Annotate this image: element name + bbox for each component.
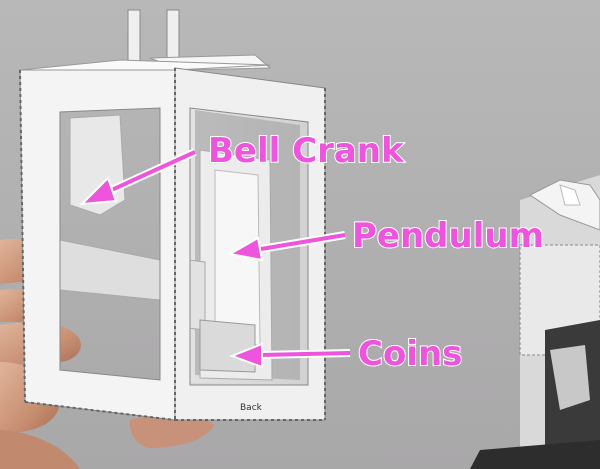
label-pendulum: Pendulum [352, 216, 544, 256]
annotation-arrows [79, 148, 351, 369]
label-coins: Coins [358, 334, 462, 374]
arrow-bell-crank [79, 148, 197, 206]
arrow-pendulum [227, 231, 346, 262]
back-label: Back [240, 403, 263, 413]
paper-character-figure [470, 175, 600, 469]
arrow-coins [229, 342, 351, 369]
label-bell-crank: Bell Crank [208, 131, 405, 171]
